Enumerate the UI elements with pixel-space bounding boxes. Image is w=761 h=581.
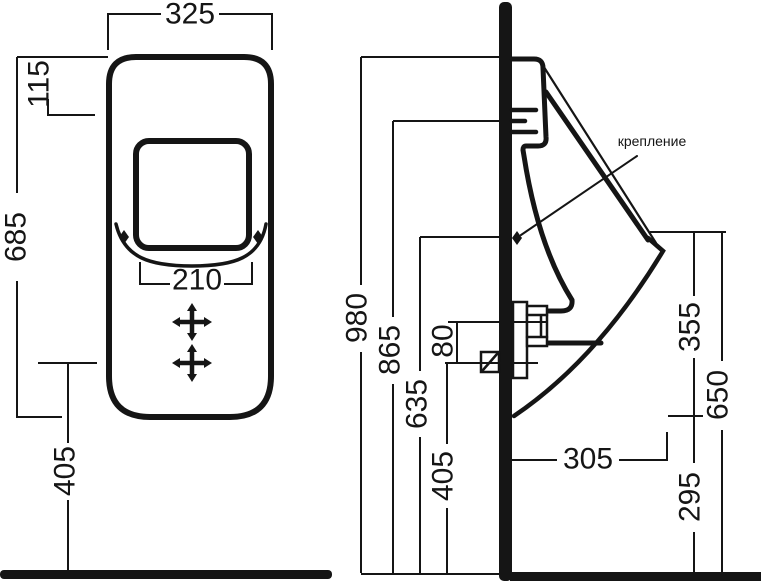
dim-text-635: 635	[401, 379, 434, 429]
dim-line-635	[419, 236, 508, 573]
dim-text-685: 685	[0, 212, 33, 262]
dim-text-865: 865	[374, 325, 407, 375]
drain-socket-detail	[525, 313, 549, 339]
crosshair-symbol-upper	[172, 303, 212, 341]
dim-text-355: 355	[674, 302, 707, 352]
crosshair-symbol-lower	[172, 344, 212, 382]
dim-line-80	[448, 321, 548, 363]
dim-text-405-front: 405	[49, 446, 82, 496]
front-view	[106, 54, 274, 420]
dim-line-305	[512, 432, 668, 461]
mount-leader-line	[520, 155, 638, 236]
dim-text-980: 980	[341, 293, 374, 343]
dim-text-325: 325	[165, 0, 215, 31]
dimension-labels-front: 325 115 685 405 210	[0, 0, 222, 496]
dimensions-side	[360, 56, 726, 573]
basin-lower-arc	[114, 222, 268, 268]
dim-line-210	[139, 262, 253, 285]
dim-line-980	[360, 56, 499, 573]
wall-section	[499, 2, 512, 581]
dim-text-295: 295	[674, 472, 707, 522]
flush-inlet-spud	[509, 107, 539, 135]
dim-line-405-side	[445, 362, 538, 573]
rim-top-edge	[543, 89, 651, 243]
dim-text-80: 80	[427, 324, 460, 357]
dim-text-405-side: 405	[427, 451, 460, 501]
dim-text-305: 305	[563, 443, 613, 476]
rim-inner-edge	[540, 62, 658, 245]
mount-diamond-right	[253, 230, 263, 244]
mount-diamond-left	[119, 230, 129, 244]
drain-socket	[525, 304, 549, 348]
dim-line-115	[47, 99, 95, 116]
mount-diamond-side	[512, 231, 522, 245]
urinal-body-outline	[106, 54, 274, 420]
dim-line-325	[107, 13, 273, 50]
dim-line-685	[16, 56, 108, 418]
floor-left	[0, 570, 332, 579]
dimensions-front	[16, 13, 273, 570]
floor-right	[510, 572, 761, 581]
dim-line-865	[392, 120, 499, 573]
spud-and-front-face	[509, 56, 575, 314]
mount-plate	[511, 300, 529, 380]
dim-line-355	[650, 231, 726, 417]
dim-line-405-front	[38, 362, 97, 570]
dimension-labels-side: 980 865 635 80 405 305 355 650 295 крепл…	[341, 133, 735, 522]
dim-text-210: 210	[172, 264, 222, 297]
basin-opening	[133, 138, 252, 251]
dim-text-115: 115	[23, 60, 56, 108]
mount-label: крепление	[618, 133, 687, 149]
dim-text-650: 650	[702, 370, 735, 420]
